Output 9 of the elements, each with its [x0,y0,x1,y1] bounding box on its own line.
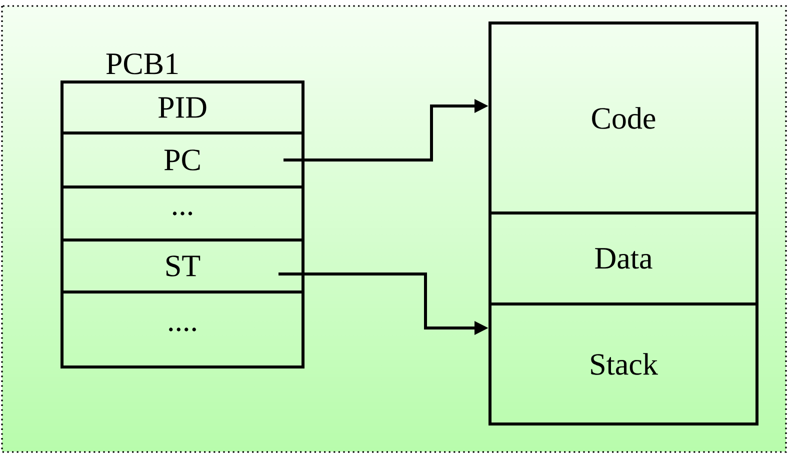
table-row: PC [60,132,304,188]
node-label: PCB1 [106,53,178,74]
memory-section: Stack [488,302,758,426]
table-row: PID [60,80,304,134]
table-row: ST [60,238,304,294]
table-row: .... [60,290,304,368]
table-row: ... [60,186,304,242]
memory-section: Code [488,22,758,214]
memory-section: Data [488,212,758,306]
